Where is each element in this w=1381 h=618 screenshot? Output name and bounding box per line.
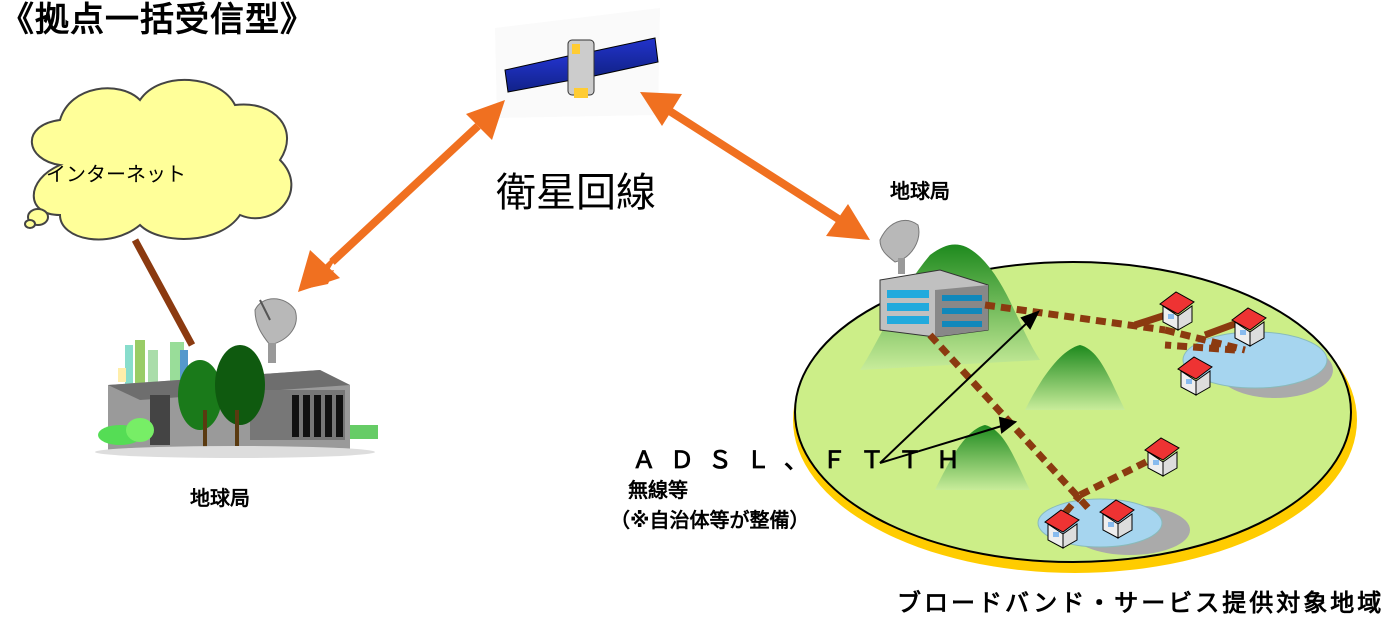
left-satellite-dish-icon [254, 298, 297, 363]
left-ground-station-building [95, 340, 378, 458]
satellite-link-right-arrow [640, 92, 870, 240]
house-icon [1099, 499, 1135, 539]
house-icon [1144, 437, 1180, 477]
house-icon [1231, 307, 1267, 347]
satellite-icon [495, 8, 660, 118]
wireless-label: 無線等 [628, 478, 688, 502]
internet-cable [131, 238, 196, 347]
house-icon [1159, 291, 1195, 331]
service-area-island [793, 244, 1357, 573]
access-tech-label: ＡＤＳＬ、ＦＴＴＨ [632, 446, 974, 474]
house-icon [1177, 356, 1213, 396]
municipality-note: （※自治体等が整備） [610, 508, 810, 532]
diagram-title: 《拠点一括受信型》 [0, 0, 315, 40]
left-ground-station-label: 地球局 [190, 486, 250, 510]
service-area-label: ブロードバンド・サービス提供対象地域 [897, 589, 1381, 617]
label-pointer-arrows [879, 310, 1041, 464]
internet-label: インターネット [46, 162, 186, 186]
right-ground-station-building [879, 269, 989, 338]
right-satellite-dish-icon [879, 220, 920, 274]
right-ground-station-label: 地球局 [890, 179, 950, 203]
satellite-link-left-arrow [298, 100, 505, 292]
house-icon [1044, 509, 1080, 549]
internet-cloud [24, 79, 293, 241]
satellite-link-label: 衛星回線 [496, 170, 656, 216]
